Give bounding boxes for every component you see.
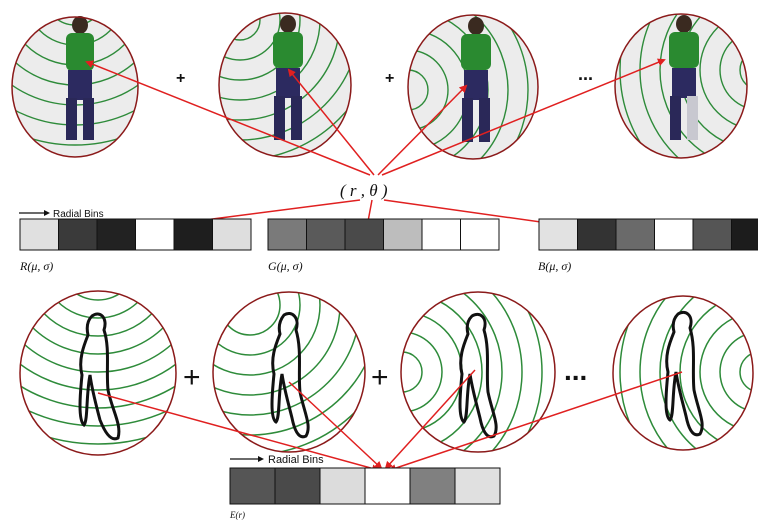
b-bar-bin-3 (615, 218, 655, 251)
r-bar-bin-3 (96, 218, 136, 251)
r-bar-label: R(μ, σ) (19, 259, 53, 273)
plus-operator-bottom-1: + (183, 361, 201, 394)
g-histogram-bar (267, 218, 500, 251)
top-arrows (85, 58, 666, 239)
plus-operator-bottom-2: + (371, 361, 389, 394)
edge-bar-bin-4 (364, 467, 411, 505)
edge-bar-label: E(r) (229, 510, 245, 520)
b-bar-bin-5 (692, 218, 732, 251)
edge-histogram-bar (229, 467, 501, 505)
r-histogram-bar (19, 218, 252, 251)
top-ellipse-4 (614, 13, 748, 159)
radial-bins-indicator-top: Radial Bins (19, 209, 104, 220)
g-bar-bin-1 (267, 218, 307, 251)
plus-operator-top-2: + (385, 70, 394, 87)
plus-operator-top-1: + (176, 70, 185, 87)
edge-bar-bin-6 (454, 467, 501, 505)
person-figure (669, 15, 699, 140)
ellipsis-operator-top: ... (578, 64, 593, 84)
edge-silhouette (270, 312, 310, 439)
radial-bins-indicator-bottom: Radial Bins (230, 454, 324, 466)
edge-bar-bin-3 (319, 467, 366, 505)
g-bar-bin-4 (383, 218, 423, 251)
radial-bins-label-bottom: Radial Bins (268, 454, 324, 466)
edge-bar-bin-5 (409, 467, 456, 505)
edge-silhouette (458, 312, 498, 439)
b-bar-bin-6 (731, 218, 758, 251)
g-bar-label: G(μ, σ) (268, 259, 303, 273)
edge-bar-bin-2 (274, 467, 321, 505)
g-bar-bin-2 (306, 218, 346, 251)
person-figure (273, 15, 303, 140)
bottom-arrows (97, 369, 683, 473)
b-bar-label: B(μ, σ) (538, 259, 571, 273)
edge-silhouette (664, 310, 704, 437)
bottom-ellipse-1 (19, 290, 177, 456)
person-figure (461, 17, 491, 142)
top-ellipse-1 (11, 16, 139, 158)
b-bar-bin-2 (577, 218, 617, 251)
edge-bar-bin-1 (229, 467, 276, 505)
ellipsis-operator-bottom: ... (564, 355, 587, 386)
g-bar-bin-3 (344, 218, 384, 251)
g-bar-bin-6 (460, 218, 500, 251)
radial-bins-label-top: Radial Bins (53, 209, 104, 220)
r-bar-bin-5 (173, 218, 213, 251)
r-bar-bin-6 (212, 218, 252, 251)
person-figure (66, 16, 94, 140)
polar-coordinate-label: ( r , θ ) (340, 181, 388, 200)
b-bar-bin-1 (538, 218, 578, 251)
bottom-ellipse-4 (612, 295, 754, 451)
b-histogram-bar (538, 218, 758, 251)
r-bar-bin-2 (58, 218, 98, 251)
b-bar-bin-4 (654, 218, 694, 251)
r-bar-bin-4 (135, 218, 175, 251)
edge-silhouette (78, 312, 121, 441)
top-ellipse-3 (407, 14, 539, 160)
r-bar-bin-1 (19, 218, 59, 251)
g-bar-bin-5 (421, 218, 461, 251)
